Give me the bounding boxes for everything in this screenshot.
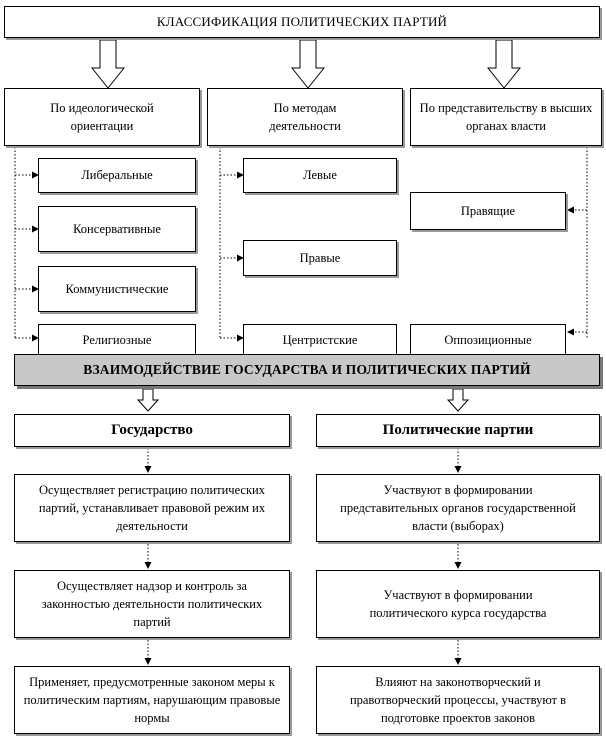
party-type-communist: Коммунистические [38,266,196,312]
diagram-title: КЛАССИФИКАЦИЯ ПОЛИТИЧЕСКИХ ПАРТИЙ [4,6,600,38]
category-ideology: По идеологической ориентации [4,88,200,146]
block-arrow-1 [90,39,126,89]
party-type-conservative: Консервативные [38,206,196,252]
category-methods: По методам деятельности [207,88,403,146]
party-type-left: Левые [243,158,397,193]
block-arrow-state [136,388,160,412]
party-type-right: Правые [243,240,397,276]
parties-function-1: Участвуют в формировании представительны… [316,474,600,542]
party-type-religious: Религиозные [38,324,196,356]
interaction-banner: ВЗАИМОДЕЙСТВИЕ ГОСУДАРСТВА И ПОЛИТИЧЕСКИ… [14,354,600,386]
parties-header: Политические партии [316,414,600,447]
block-arrow-2 [290,39,326,89]
party-type-centrist: Центристские [243,324,397,356]
state-header: Государство [14,414,290,447]
party-type-liberal: Либеральные [38,158,196,193]
parties-function-2: Участвуют в формировании политического к… [316,570,600,638]
block-arrow-3 [486,39,522,89]
party-type-opposition: Оппозиционные [410,324,566,356]
category-representation: По представительству в высших органах вл… [410,88,602,146]
state-function-2: Осуществляет надзор и контроль за законн… [14,570,290,638]
party-type-ruling: Правящие [410,192,566,230]
state-function-1: Осуществляет регистрацию политических па… [14,474,290,542]
state-function-3: Применяет, предусмотренные законом меры … [14,666,290,734]
parties-function-3: Влияют на законотворческий и правотворче… [316,666,600,734]
block-arrow-parties [446,388,470,412]
